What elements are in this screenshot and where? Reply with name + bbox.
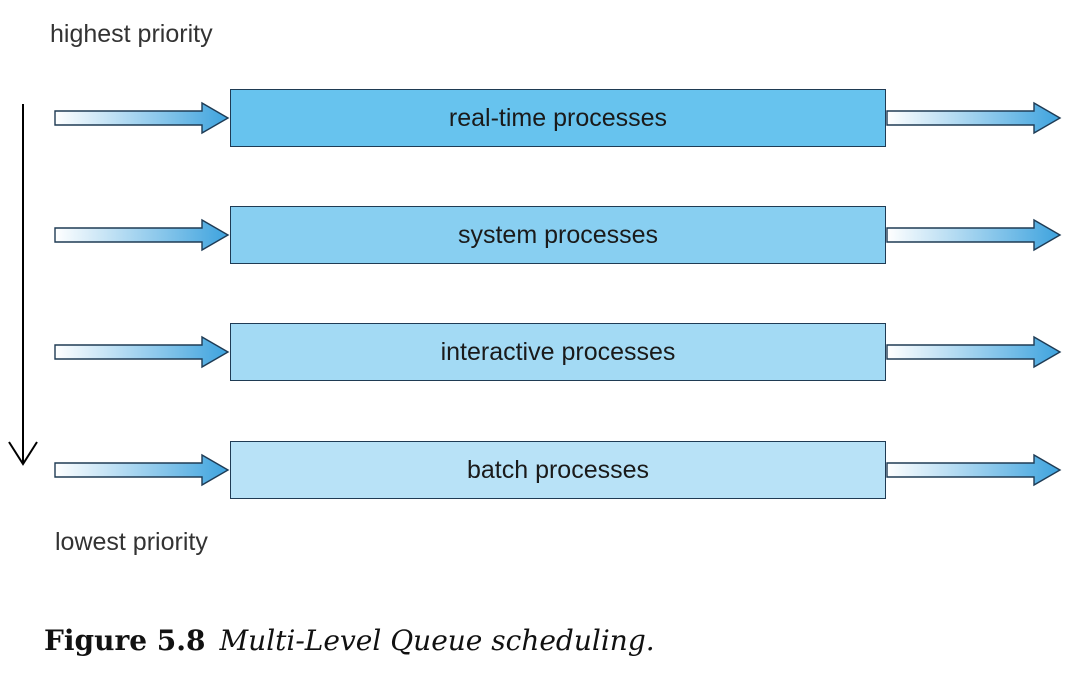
figure-caption: Figure 5.8 Multi-Level Queue scheduling. <box>44 624 655 657</box>
queue-row: real-time processes <box>0 89 1092 151</box>
queue-label: interactive processes <box>440 337 676 366</box>
queue-row: interactive processes <box>0 323 1092 385</box>
lowest-priority-label: lowest priority <box>55 528 208 556</box>
queue-label: batch processes <box>466 455 650 484</box>
outgoing-arrow-icon <box>886 219 1061 251</box>
queue-label: real-time processes <box>448 103 668 132</box>
queue-label: system processes <box>457 220 659 249</box>
queue-row: system processes <box>0 206 1092 268</box>
queue-box: interactive processes <box>230 323 886 381</box>
incoming-arrow-icon <box>54 219 229 251</box>
highest-priority-label: highest priority <box>50 20 213 48</box>
outgoing-arrow-icon <box>886 336 1061 368</box>
incoming-arrow-icon <box>54 102 229 134</box>
queue-box: batch processes <box>230 441 886 499</box>
outgoing-arrow-icon <box>886 102 1061 134</box>
outgoing-arrow-icon <box>886 454 1061 486</box>
incoming-arrow-icon <box>54 454 229 486</box>
queue-box: real-time processes <box>230 89 886 147</box>
queue-row: batch processes <box>0 441 1092 503</box>
figure-number: Figure 5.8 <box>44 624 206 657</box>
priority-direction-arrow-icon <box>8 104 38 466</box>
figure-caption-text: Multi-Level Queue scheduling. <box>219 624 655 657</box>
queue-box: system processes <box>230 206 886 264</box>
incoming-arrow-icon <box>54 336 229 368</box>
multilevel-queue-diagram: real-time processes system processes int… <box>0 89 1092 503</box>
